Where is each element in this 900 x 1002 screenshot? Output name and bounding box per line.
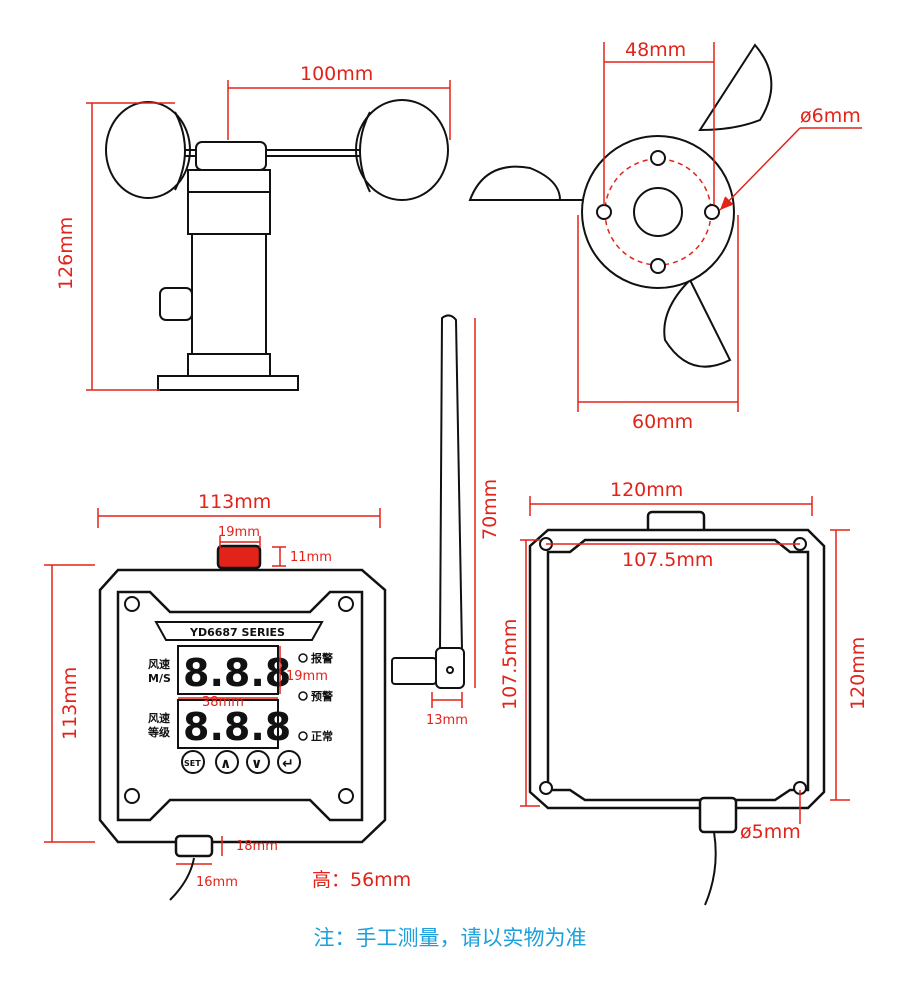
center-hub: [633, 187, 683, 237]
gland-height-label: 18mm: [236, 839, 278, 854]
anemometer-top-view: [468, 43, 773, 368]
down-button: ∨: [251, 756, 262, 772]
box-height-label: 113mm: [59, 667, 81, 740]
top-button-cap: [216, 544, 262, 570]
box-depth-label: 高：56mm: [312, 869, 411, 891]
right-cup: [355, 99, 449, 201]
warning-indicator-label: 预警: [311, 689, 333, 703]
cup-arm-length-label: 100mm: [300, 63, 373, 85]
front-view-dimensions: [44, 318, 476, 865]
wind-speed-label-1: 风速: [148, 657, 170, 671]
side-view-dimensions: [86, 80, 451, 391]
back-height-label: 120mm: [847, 637, 869, 710]
wind-level-label-2: 等级: [147, 725, 171, 739]
back-hole-spacing-h-label: 107.5mm: [622, 549, 713, 571]
corner-screws: [124, 596, 354, 804]
base-diameter-label: 60mm: [632, 411, 693, 433]
display-height-label: 19mm: [286, 669, 328, 684]
set-button: SET: [184, 759, 201, 768]
series-label: YD6687 SERIES: [189, 626, 285, 639]
display-width-label: 38mm: [202, 695, 244, 710]
antenna: [391, 314, 465, 689]
up-button: ∧: [220, 756, 231, 772]
measurement-note: 注：手工测量，请以实物为准: [313, 926, 587, 950]
sensor-height-label: 126mm: [55, 217, 77, 290]
back-width-label: 120mm: [610, 479, 683, 501]
control-box-back: [528, 510, 826, 834]
normal-indicator-label: 正常: [311, 729, 333, 743]
wind-speed-label-2: M/S: [148, 672, 171, 685]
gland-width-label: 16mm: [196, 875, 238, 890]
antenna-length-label: 70mm: [479, 479, 501, 540]
display-panel: YD6687 SERIES 8.8.8 8.8.8 风速 M/S 风速 等级 报…: [147, 621, 333, 774]
top-view-dimensions: [577, 42, 862, 412]
button-width-label: 19mm: [218, 525, 260, 540]
back-view-dimensions: [520, 496, 850, 824]
anemometer-side-view: [105, 99, 449, 391]
hole-spacing-label: 48mm: [625, 39, 686, 61]
back-hole-spacing-v-label: 107.5mm: [499, 619, 521, 710]
mount-hole-diameter-label: ø5mm: [740, 821, 801, 843]
box-width-label: 113mm: [198, 491, 271, 513]
antenna-width-label: 13mm: [426, 713, 468, 728]
display-top-digits: 8.8.8: [183, 651, 291, 695]
mounting-base: [157, 375, 299, 391]
alarm-indicator-label: 报警: [311, 651, 333, 665]
enter-button: ↵: [282, 756, 294, 772]
button-height-label: 11mm: [290, 550, 332, 565]
display-bottom-digits: 8.8.8: [183, 705, 291, 749]
hole-diameter-label: ø6mm: [800, 105, 861, 127]
wind-level-label-1: 风速: [148, 711, 170, 725]
